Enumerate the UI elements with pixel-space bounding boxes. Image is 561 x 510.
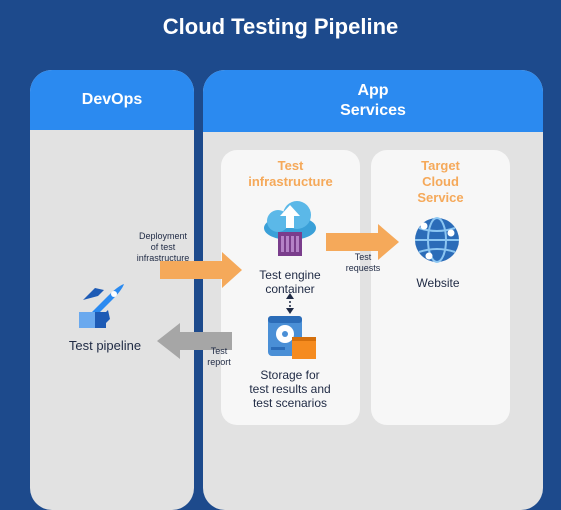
website-label: Website xyxy=(416,276,460,290)
test-requests-arrow xyxy=(326,224,399,260)
test-engine-label-line2: container xyxy=(265,282,315,296)
website-globe-icon xyxy=(415,217,459,263)
target-cloud-title-line3: Service xyxy=(417,190,464,205)
test-pipeline-label: Test pipeline xyxy=(68,338,142,353)
test-infrastructure-panel: Test infrastructure xyxy=(221,150,360,425)
devops-header: DevOps xyxy=(30,70,194,130)
pipeline-rocket-icon xyxy=(79,284,124,328)
target-cloud-title: Target Cloud Service xyxy=(371,158,510,206)
devops-panel: DevOps xyxy=(30,70,194,510)
test-report-label-line1: Test xyxy=(210,346,228,356)
deployment-label-line1: Deployment xyxy=(138,231,188,241)
storage-label-line1: Storage for xyxy=(260,368,320,382)
app-services-header-line1: App xyxy=(357,82,389,99)
deployment-arrow xyxy=(160,252,242,288)
target-cloud-title-line1: Target xyxy=(421,158,460,173)
test-infrastructure-title-line1: Test xyxy=(277,158,304,173)
test-requests-label-line1: Test xyxy=(354,252,372,262)
cloud-upload-icon xyxy=(264,201,316,240)
test-requests-label: Test requests xyxy=(340,252,386,274)
deployment-label-line2: of test xyxy=(150,242,176,252)
diagram-title: Cloud Testing Pipeline xyxy=(162,14,399,39)
test-engine-container-label: Test engine container xyxy=(258,268,322,296)
target-cloud-title-line2: Cloud xyxy=(422,174,459,189)
test-infrastructure-title: Test infrastructure xyxy=(221,158,360,190)
test-infrastructure-title-line2: infrastructure xyxy=(248,174,333,189)
test-report-label: Test report xyxy=(200,346,238,368)
test-report-label-line2: report xyxy=(207,357,231,367)
test-engine-label-line1: Test engine xyxy=(259,268,321,282)
storage-label-line2: test results and xyxy=(249,382,331,396)
storage-label: Storage for test results and test scenar… xyxy=(240,368,340,410)
storage-connector-icon xyxy=(286,293,294,314)
app-services-header-line2: Services xyxy=(340,102,406,119)
storage-icon xyxy=(268,316,316,359)
target-cloud-panel: Target Cloud Service xyxy=(371,150,510,425)
container-icon xyxy=(278,232,302,256)
storage-label-line3: test scenarios xyxy=(252,396,328,410)
deployment-arrow-label: Deployment of test infrastructure xyxy=(128,231,198,264)
app-services-header: App Services xyxy=(203,70,543,132)
test-report-arrow xyxy=(157,323,232,359)
deployment-label-line3: infrastructure xyxy=(136,253,190,263)
diagram-graphics xyxy=(79,201,459,359)
test-requests-label-line2: requests xyxy=(345,263,381,273)
